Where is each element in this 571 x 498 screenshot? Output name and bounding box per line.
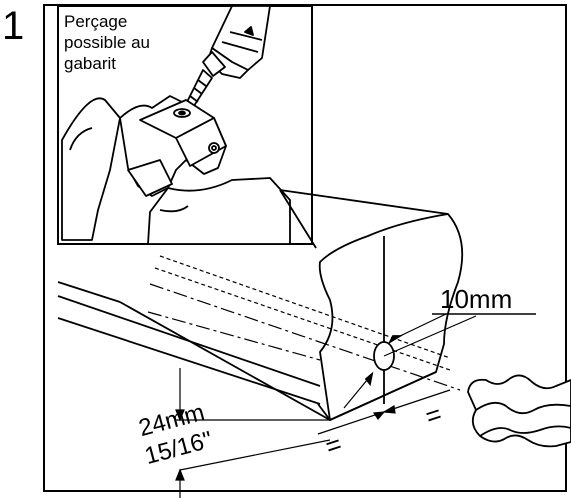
depth-dimension	[175, 368, 331, 498]
caption-line: possible au	[64, 33, 151, 52]
caption-line: Perçage	[64, 12, 128, 31]
equal-spacing-arrows	[317, 389, 451, 435]
handrail	[57, 189, 464, 421]
hole-diameter-label: 10mm	[440, 284, 513, 314]
twist-drill-bit-icon	[467, 374, 571, 448]
inset-caption: Perçage possible au gabarit	[64, 11, 194, 74]
drill-hole-marker	[343, 313, 536, 409]
drill-icon	[183, 5, 271, 113]
caption-line: gabarit	[64, 54, 116, 73]
drilling-jig-icon	[61, 95, 291, 245]
step-number: 1	[2, 4, 25, 48]
hidden-lines	[147, 255, 461, 391]
